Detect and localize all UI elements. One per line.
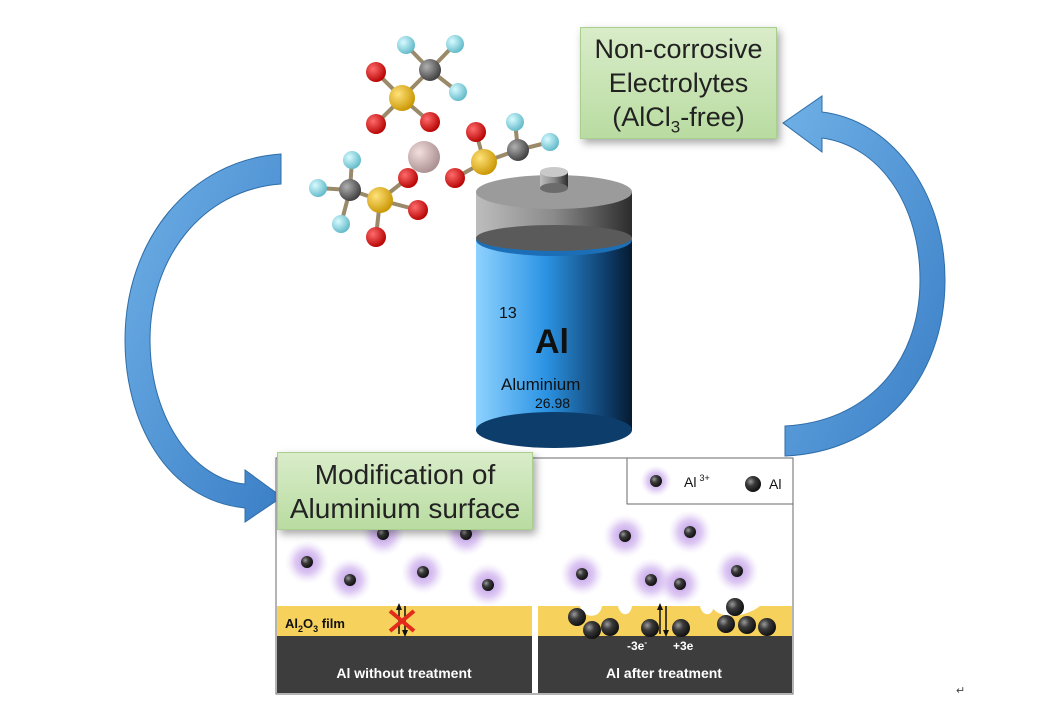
legend-atom-label: Al	[769, 476, 781, 492]
al-atoms-deposited	[568, 598, 776, 639]
surface-callout-line1: Modification of	[314, 459, 496, 490]
blocked-exchange-icon	[388, 603, 416, 637]
return-mark: ↵	[956, 685, 966, 697]
electrolyte-callout-line1: Non-corrosive	[594, 34, 763, 64]
element-name: Aluminium	[501, 375, 580, 394]
element-symbol: Al	[535, 323, 569, 361]
surface-modification-callout: Modification of Aluminium surface	[277, 452, 533, 530]
panel-without-treatment: Al2O3 film Al without treatment	[277, 512, 532, 693]
aluminium-battery: 13 Al Aluminium 26.98	[476, 167, 632, 448]
right-panel-caption: Al after treatment	[606, 665, 722, 681]
panel-after-treatment: Al after treatment	[538, 510, 792, 693]
right-cycle-arrow	[782, 95, 946, 457]
surface-callout-line2: Aluminium surface	[289, 493, 521, 524]
electrolyte-callout-line3: (AlCl3-free)	[612, 102, 745, 137]
electrolyte-callout-line2: Electrolytes	[608, 68, 749, 98]
electron-loss-label: -3e-	[627, 638, 647, 653]
electron-gain-label: +3e	[673, 639, 694, 653]
left-cycle-arrow	[124, 153, 283, 523]
molecule-atoms	[309, 35, 559, 247]
al3-ions-right	[560, 510, 759, 606]
atomic-number: 13	[499, 305, 517, 322]
atomic-mass: 26.98	[535, 395, 570, 411]
film-label: Al2O3 film	[285, 616, 345, 634]
reversible-exchange-icon	[657, 603, 669, 637]
electrolyte-callout: Non-corrosive Electrolytes (AlCl3-free)	[580, 27, 777, 139]
left-panel-caption: Al without treatment	[336, 665, 472, 681]
